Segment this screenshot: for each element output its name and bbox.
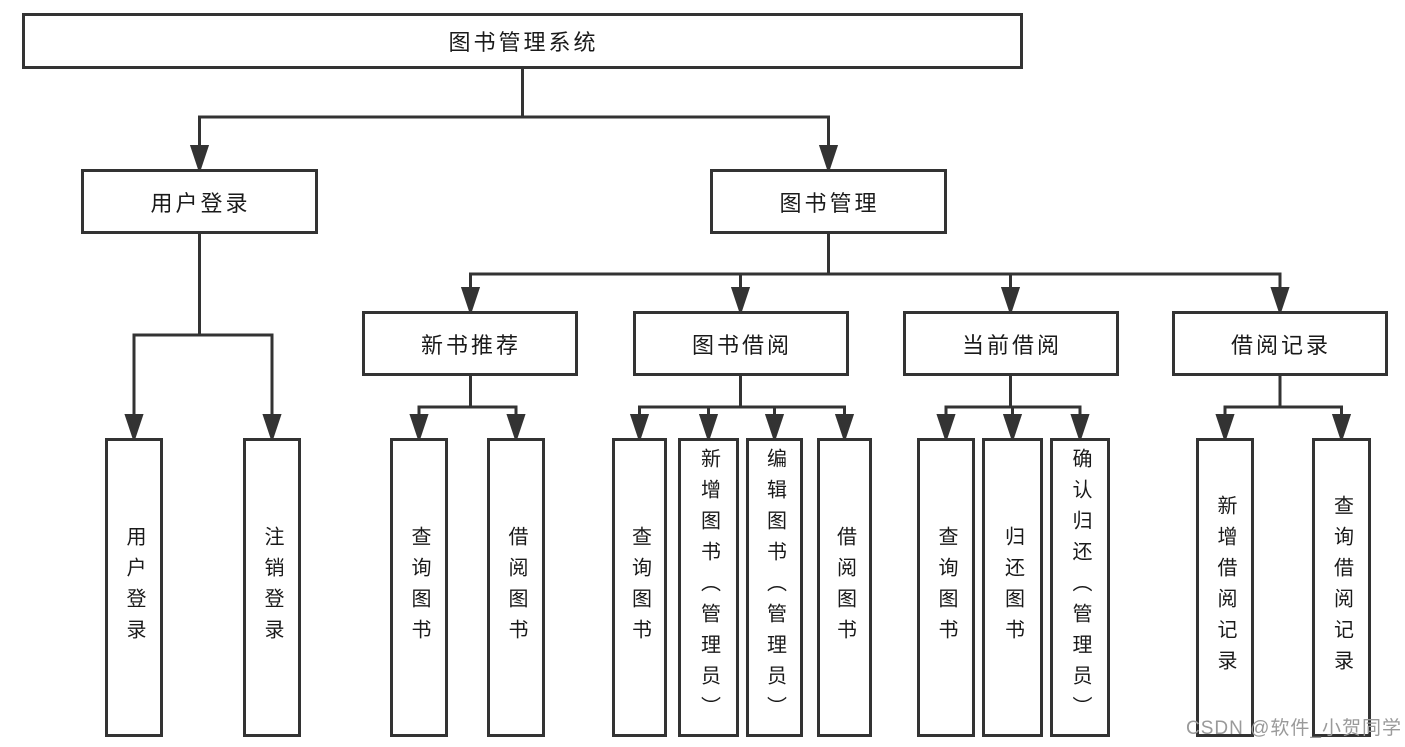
arrowhead-icon [1000,287,1021,316]
node-new-book-recommendation: 新书推荐 [362,311,578,376]
connector-borrow-records-group [1215,376,1352,443]
connector-current-borrowing-group [936,376,1090,443]
arrowhead-icon [506,414,526,443]
arrowhead-icon [1331,414,1352,443]
arrowhead-icon [818,145,839,174]
arrowhead-icon [1002,414,1023,443]
arrowhead-icon [1270,287,1290,316]
leaf-borrowing-add-book-admin: 新增图书（管理员） [678,438,739,737]
arrowhead-icon [1215,414,1235,443]
node-root: 图书管理系统 [22,13,1023,69]
connector-new-book-group [409,376,526,443]
leaf-borrowing-borrow-books: 借阅图书 [817,438,872,737]
node-label: 用户登录 [123,525,145,650]
node-label: 查询图书 [628,525,651,650]
node-label: 确认归还（管理员） [1069,448,1091,727]
node-book-management: 图书管理 [710,169,947,234]
leaf-records-query-borrow-record: 查询借阅记录 [1312,438,1371,737]
node-label: 注销登录 [261,525,283,650]
node-label: 借阅图书 [505,525,527,650]
leaf-current-query-books: 查询图书 [917,438,975,737]
connector-user-login-group [124,234,282,443]
arrowhead-icon [629,414,650,443]
arrowhead-icon [124,414,144,443]
node-label: 新书推荐 [420,332,521,358]
node-label: 借阅记录 [1230,332,1331,358]
leaf-borrowing-query-books: 查询图书 [612,438,667,737]
leaf-current-return-books: 归还图书 [982,438,1043,737]
arrowhead-icon [698,414,719,443]
arrowhead-icon [409,414,429,443]
arrowhead-icon [730,287,751,316]
node-label: 当前借阅 [961,332,1062,358]
node-label: 借阅图书 [833,525,856,650]
node-label: 新增借阅记录 [1214,494,1236,681]
arrowhead-icon [764,414,785,443]
node-label: 查询图书 [935,525,957,650]
connector-root-to-level2 [189,69,839,174]
leaf-newbook-query-books: 查询图书 [390,438,448,737]
arrowhead-icon [1070,414,1090,443]
node-label: 查询图书 [408,525,430,650]
node-user-login: 用户登录 [81,169,318,234]
leaf-user-login: 用户登录 [105,438,163,737]
arrowhead-icon [936,414,956,443]
node-label: 编辑图书（管理员） [763,448,786,727]
node-current-borrowing: 当前借阅 [903,311,1119,376]
node-book-borrowing: 图书借阅 [633,311,849,376]
arrowhead-icon [189,145,210,174]
node-label: 归还图书 [1001,525,1024,650]
node-label: 用户登录 [150,190,251,216]
connector-book-borrowing-group [629,376,855,443]
leaf-newbook-borrow-books: 借阅图书 [487,438,545,737]
arrowhead-icon [262,414,282,443]
leaf-records-add-borrow-record: 新增借阅记录 [1196,438,1254,737]
node-label: 图书管理 [779,190,880,216]
connector-book-management-to-sections [460,234,1290,316]
arrowhead-icon [460,287,481,316]
leaf-borrowing-edit-book-admin: 编辑图书（管理员） [746,438,803,737]
leaf-current-confirm-return-admin: 确认归还（管理员） [1050,438,1110,737]
node-label: 图书管理系统 [448,30,599,55]
arrowhead-icon [834,414,855,443]
leaf-logout-login: 注销登录 [243,438,301,737]
node-label: 新增图书（管理员） [697,448,720,727]
node-label: 图书借阅 [691,332,792,358]
node-borrow-records: 借阅记录 [1172,311,1388,376]
csdn-watermark: CSDN @软件_小贺同学 [1186,718,1402,739]
node-label: 查询借阅记录 [1330,494,1353,681]
